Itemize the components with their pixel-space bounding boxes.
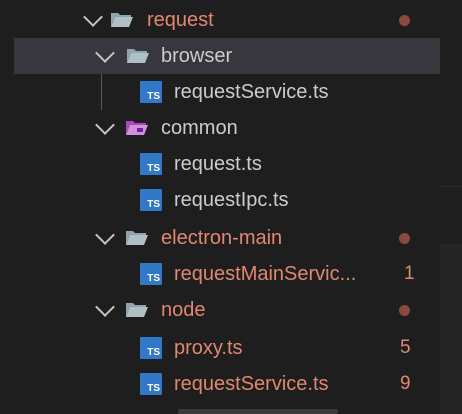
- tree-item-label: request: [147, 9, 214, 31]
- problem-count-badge: 1: [404, 263, 415, 284]
- typescript-file-icon: TS: [140, 263, 162, 285]
- modified-indicator: [399, 15, 410, 26]
- problem-count-badge: 5: [400, 337, 411, 358]
- tree-item-label: requestIpc.ts: [174, 189, 289, 211]
- typescript-file-icon: TS: [140, 337, 162, 359]
- indent-guide: [101, 74, 102, 110]
- tree-item-common-folder[interactable]: common: [0, 110, 440, 146]
- tree-item-label: node: [161, 299, 206, 321]
- editor-edge: [440, 0, 462, 414]
- tree-item-label: proxy.ts: [174, 337, 243, 359]
- tree-item-file[interactable]: TS requestService.ts 9: [0, 366, 440, 402]
- typescript-file-icon: TS: [140, 153, 162, 175]
- problem-count-badge: 9: [400, 373, 411, 394]
- panel-strip: [440, 244, 462, 414]
- tree-item-label: common: [161, 117, 238, 139]
- partial-row-fragment: [178, 409, 338, 414]
- tree-item-label: browser: [161, 45, 233, 67]
- modified-indicator: [399, 233, 410, 244]
- tree-item-label: requestMainServic...: [174, 263, 357, 285]
- tree-item-file[interactable]: TS proxy.ts 5: [0, 330, 440, 366]
- typescript-file-icon: TS: [140, 81, 162, 103]
- typescript-file-icon: TS: [140, 373, 162, 395]
- chevron-down-icon[interactable]: [83, 7, 103, 27]
- tree-item-label: requestService.ts: [174, 373, 329, 395]
- folder-open-icon: [126, 303, 148, 317]
- tree-item-browser-folder[interactable]: browser: [14, 38, 440, 74]
- modified-indicator: [399, 305, 410, 316]
- tree-item-label: electron-main: [161, 227, 283, 249]
- folder-open-icon: [126, 231, 148, 245]
- typescript-file-icon: TS: [140, 189, 162, 211]
- chevron-down-icon[interactable]: [95, 297, 115, 317]
- tree-item-label: request.ts: [174, 153, 262, 175]
- tree-item-electron-main-folder[interactable]: electron-main: [0, 220, 440, 256]
- tree-item-file[interactable]: TS requestIpc.ts: [0, 182, 440, 218]
- tree-item-file[interactable]: TS requestService.ts: [0, 74, 440, 110]
- tree-item-file[interactable]: TS requestMainServic... 1: [0, 256, 440, 292]
- chevron-down-icon[interactable]: [95, 43, 115, 63]
- tree-item-node-folder[interactable]: node: [0, 292, 440, 328]
- divider: [440, 186, 462, 187]
- file-explorer-tree: request browser TS requestService.ts com…: [0, 2, 440, 402]
- chevron-down-icon[interactable]: [95, 115, 115, 135]
- tree-item-label: requestService.ts: [174, 81, 329, 103]
- folder-open-icon: [127, 49, 149, 63]
- folder-open-special-icon: [126, 121, 148, 135]
- chevron-down-icon[interactable]: [95, 225, 115, 245]
- folder-open-icon: [111, 13, 133, 27]
- tree-item-file[interactable]: TS request.ts: [0, 146, 440, 182]
- tree-item-request-folder[interactable]: request: [0, 2, 440, 38]
